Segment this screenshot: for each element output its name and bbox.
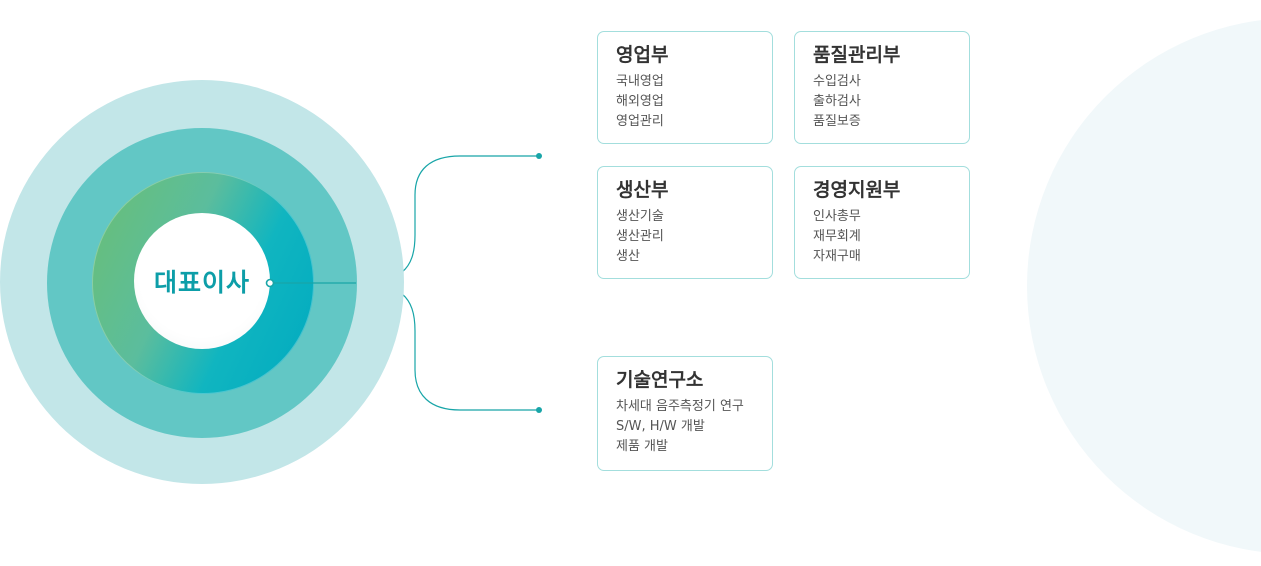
dept-title: 생산부 <box>616 179 669 201</box>
dept-box-rnd: 기술연구소 차세대 음주측정기 연구 S/W, H/W 개발 제품 개발 <box>597 356 773 471</box>
dept-item-list: 국내영업 해외영업 영업관리 <box>616 72 754 132</box>
dept-item: 자재구매 <box>813 249 861 264</box>
dept-item: 차세대 음주측정기 연구 <box>616 399 744 414</box>
dept-item-list: 생산기술 생산관리 생산 <box>616 207 754 267</box>
dept-item: 국내영업 <box>616 74 664 89</box>
dept-box-production: 생산부 생산기술 생산관리 생산 <box>597 166 773 279</box>
dept-item: 출하검사 <box>813 94 861 109</box>
dept-box-quality: 품질관리부 수입검사 출하검사 품질보증 <box>794 31 970 144</box>
dept-item: S/W, H/W 개발 <box>616 419 705 434</box>
dept-item: 생산기술 <box>616 209 664 224</box>
connector-dot-bottom <box>536 407 542 413</box>
dept-item: 생산 <box>616 249 640 264</box>
dept-item: 해외영업 <box>616 94 664 109</box>
dept-item: 영업관리 <box>616 114 664 129</box>
dept-item: 재무회계 <box>813 229 861 244</box>
dept-item: 인사총무 <box>813 209 861 224</box>
dept-item-list: 차세대 음주측정기 연구 S/W, H/W 개발 제품 개발 <box>616 397 754 457</box>
dept-item: 제품 개발 <box>616 439 668 454</box>
connector-dot-top <box>536 153 542 159</box>
ceo-label: 대표이사 <box>153 268 250 297</box>
dept-item: 생산관리 <box>616 229 664 244</box>
dept-title: 경영지원부 <box>813 179 901 201</box>
dept-item-list: 인사총무 재무회계 자재구매 <box>813 207 951 267</box>
dept-title: 영업부 <box>616 44 669 66</box>
dept-item: 품질보증 <box>813 114 861 129</box>
ceo-node: 대표이사 <box>134 213 270 349</box>
dept-title: 기술연구소 <box>616 369 704 391</box>
dept-item: 수입검사 <box>813 74 861 89</box>
dept-box-sales: 영업부 국내영업 해외영업 영업관리 <box>597 31 773 144</box>
dept-box-management: 경영지원부 인사총무 재무회계 자재구매 <box>794 166 970 279</box>
dept-item-list: 수입검사 출하검사 품질보증 <box>813 72 951 132</box>
dept-title: 품질관리부 <box>813 44 901 66</box>
